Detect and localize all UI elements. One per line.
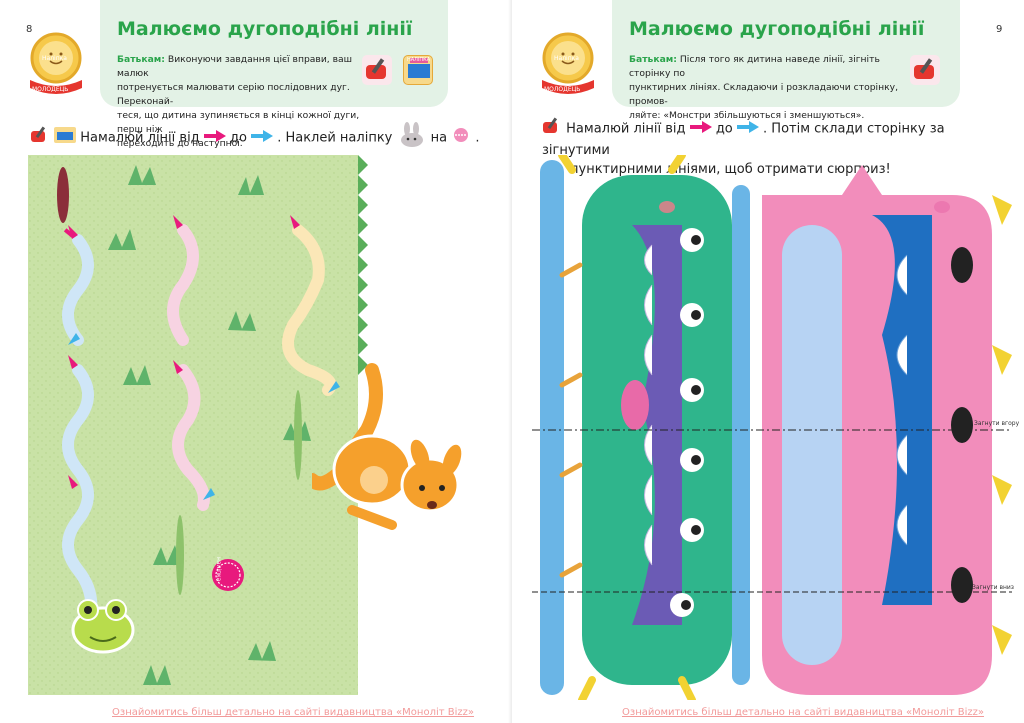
header-box-right [612,0,960,107]
instruction-icon-pencil [30,126,50,150]
parents-line-left-4: переходить до наступної. [117,138,243,149]
monsters-illustration [532,155,1012,700]
parents-label-right: Батькам: [629,54,677,65]
badge-text-right: Наліпка [554,55,579,62]
header-box-left [100,0,448,107]
badge-text-left: Наліпка [42,55,67,62]
start-arrow-icon-right [689,120,712,139]
medal-badge-icon [30,32,82,94]
pencil-hand-icon-right [910,55,940,85]
instruction-end-left: . [475,130,480,146]
grass-field [28,155,368,695]
start-arrow-icon [203,129,226,148]
bunny-sticker-icon [397,122,427,154]
badge-ribbon-left: МОЛОДЕЦЬ [32,86,69,93]
sticker-sheet-icon [403,55,433,85]
right-page: 9 Малюємо дугоподібні лінії Батькам: Піс… [512,0,1024,723]
instruction-text-right-2: до [715,121,733,137]
pencil-hand-icon [362,55,392,85]
green-monster [558,155,732,700]
parents-line-left-1: Виконуючи завдання цієї вправи, ваш малю… [117,54,353,79]
frog-illustration [71,599,135,654]
instruction-text-right-4: пунктирними лініями, щоб отримати сюрпри… [570,162,891,177]
instruction-text-left-2: до [229,130,247,146]
instruction-text-left-4: на [430,130,448,146]
fold-up-label: Загнути вгору [974,420,1020,427]
instruction-text-left-3: . Наклей наліпку [277,130,393,146]
page-number-left: 8 [26,24,33,35]
instruction-text-left-1: Намалюй лінії від [80,130,200,146]
kangaroo-illustration [312,363,462,530]
pink-dot-icon [451,128,471,148]
parents-line-right-1: Після того як дитина наведе лінії, зігні… [629,54,880,79]
left-page: 8 Малюємо дугоподібні лінії Батькам: Вик… [26,0,480,718]
sticker-tag-label: НАЛІПКА [407,57,431,63]
parents-line-right-3: ляйте: «Монстри збільшуються і зменшують… [629,110,865,121]
parents-note-left: Батькам: Виконуючи завдання цієї вправи,… [117,53,369,151]
page-title-right: Малюємо дугоподібні лінії [629,18,925,40]
end-arrow-icon [251,129,274,148]
parents-label-left: Батькам: [117,54,165,65]
instruction-icon-sticker [54,126,77,150]
instruction-left: Намалюй лінії від до . Наклей наліпку на… [30,122,480,154]
fold-down-label: Загнути вниз [972,584,1014,591]
sticker-spot-label: наліпка [215,557,222,582]
parents-note-right: Батькам: Після того як дитина наведе лін… [629,53,899,123]
instruction-icon-pencil-right [542,117,562,141]
page-number-right: 9 [996,24,1003,35]
footer-link-left[interactable]: Ознайомитись більш детально на сайті вид… [112,707,475,718]
footer-link-right[interactable]: Ознайомитись більш детально на сайті вид… [622,707,985,718]
badge-ribbon-right: МОЛОДЕЦЬ [544,86,581,93]
parents-line-left-3: теся, що дитина зупиняється в кінці кожн… [117,110,360,135]
page-title-left: Малюємо дугоподібні лінії [117,18,413,40]
parents-line-left-2: потренується малювати серію послідовних … [117,82,350,107]
pink-monster [762,165,1012,695]
medal-badge-icon-right [542,32,594,94]
parents-line-right-2: пунктирних лініях. Складаючи і розкладаю… [629,82,899,107]
instruction-text-right-1: Намалюй лінії від [566,121,686,137]
end-arrow-icon-right [736,120,759,139]
